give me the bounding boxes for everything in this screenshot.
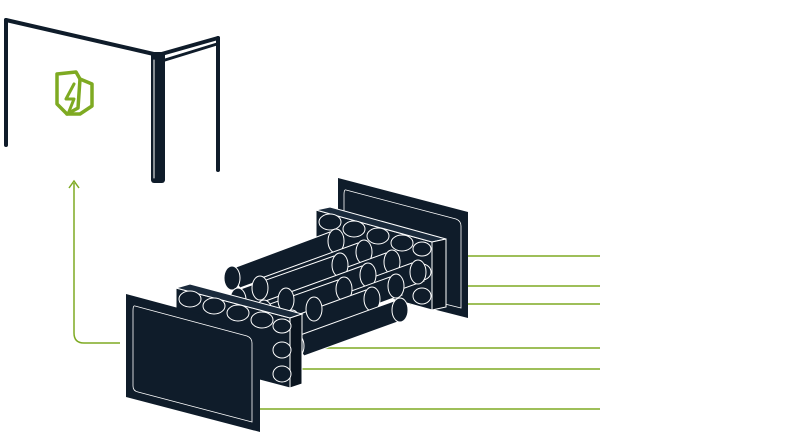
enclosure-housing: [4, 18, 220, 183]
end-plate-front: [126, 294, 260, 432]
arrow-up-icon: [68, 179, 120, 344]
shield-lightning-icon: [55, 70, 94, 116]
